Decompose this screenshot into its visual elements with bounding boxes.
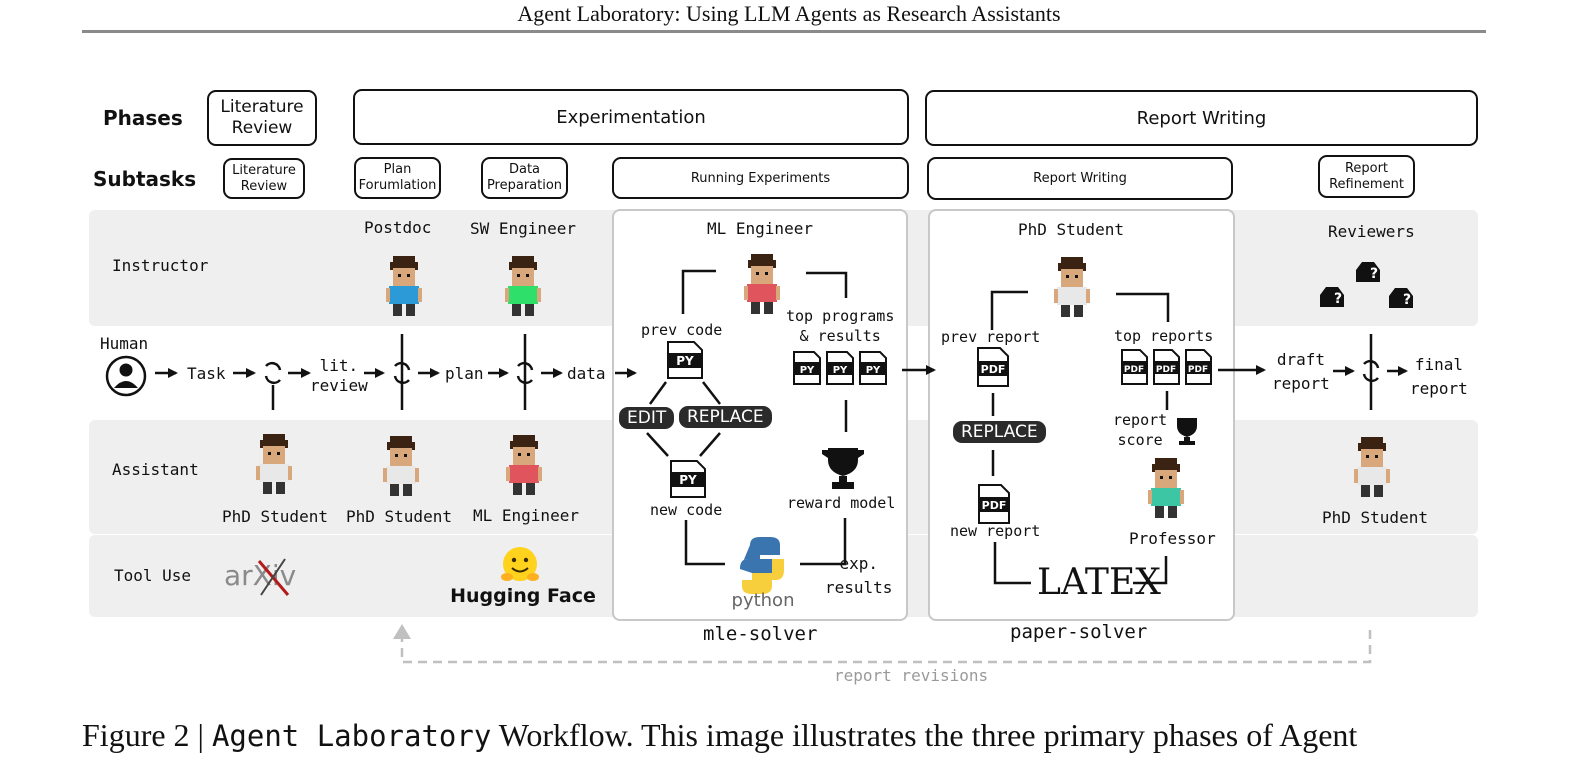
svg-text:PDF: PDF	[981, 363, 1006, 376]
hugging-face-logo-icon: Hugging Face	[450, 547, 596, 607]
flow-lit-review: lit. review	[310, 356, 368, 395]
assistant-phd-student-1-name: PhD Student	[222, 507, 328, 526]
instructor-phd-student-name: PhD Student	[1018, 220, 1124, 239]
caption-text: Workflow. This image illustrates the thr…	[491, 717, 1358, 753]
mle-solver-name: mle-solver	[703, 623, 818, 645]
assistant-label: Assistant	[112, 460, 199, 479]
sw-engineer-character-icon	[505, 256, 541, 316]
instructor-reviewers-name: Reviewers	[1328, 222, 1415, 241]
svg-text:PDF: PDF	[1156, 365, 1176, 375]
mle-replace-tag: REPLACE	[679, 406, 772, 428]
latex-logo-icon: LATEX	[1037, 562, 1161, 603]
paper-prev-report: prev report	[941, 328, 1041, 346]
flow-draft-report: draft report	[1272, 350, 1330, 393]
subtask-plan-formulation: Plan Forumlation	[354, 157, 441, 199]
professor-character-icon	[1148, 458, 1184, 518]
report-revisions-loop	[393, 624, 1372, 664]
reward-trophy-icon	[822, 448, 864, 489]
phase-experimentation: Experimentation	[353, 89, 909, 145]
header-rule	[82, 30, 1486, 33]
paper-solver-name: paper-solver	[1010, 621, 1148, 643]
mle-new-code: new code	[650, 501, 723, 519]
flow-plan: plan	[445, 364, 484, 383]
report-revisions-label: report revisions	[834, 666, 989, 685]
assistant-professor-name: Professor	[1129, 529, 1216, 548]
paper-replace-tag: REPLACE	[953, 421, 1046, 443]
paper-new-report: new report	[950, 522, 1041, 540]
caption-name: Agent Laboratory	[211, 719, 492, 753]
flow-task: Task	[187, 364, 226, 383]
phd-student-2-character-icon	[383, 436, 419, 496]
mle-exp-results: exp. results	[825, 554, 893, 597]
human-label: Human	[100, 334, 149, 353]
svg-text:?: ?	[1334, 291, 1342, 307]
subtask-report-writing: Report Writing	[927, 157, 1233, 200]
caption-prefix: Figure 2 |	[82, 717, 212, 753]
phd-student-instructor-character-icon	[1054, 257, 1090, 317]
phd-student-3-character-icon	[1354, 437, 1390, 497]
paper-report-score: report score	[1113, 411, 1168, 449]
tool-use-label: Tool Use	[114, 566, 192, 585]
flow-data: data	[567, 364, 606, 383]
mle-reward-model: reward model	[787, 494, 896, 512]
svg-text:PY: PY	[676, 354, 694, 368]
reviewers-icon: ? ? ?	[1320, 262, 1413, 308]
mle-solver-connectors	[646, 269, 848, 566]
phd-student-1-character-icon	[256, 434, 292, 494]
subtask-report-refinement: Report Refinement	[1318, 155, 1415, 198]
ml-engineer-character-icon	[744, 254, 780, 314]
svg-text:Hugging Face: Hugging Face	[450, 585, 596, 607]
mle-prev-code: prev code	[641, 321, 723, 339]
instructor-label: Instructor	[112, 256, 209, 275]
svg-text:PDF: PDF	[1124, 365, 1144, 375]
human-icon	[105, 355, 147, 397]
mle-edit-tag: EDIT	[619, 407, 675, 429]
cycle-icons	[264, 359, 1380, 385]
paper-top-reports: top reports	[1114, 327, 1214, 345]
paper-solver-connectors	[990, 290, 1170, 585]
postdoc-character-icon	[386, 256, 422, 316]
instructor-postdoc-name: Postdoc	[364, 218, 432, 237]
subtask-literature-review: Literature Review	[223, 158, 305, 199]
pdf-file-icons: PDF PDF PDF PDF PDF	[977, 347, 1212, 524]
svg-text:PDF: PDF	[982, 499, 1007, 512]
instructor-ml-engineer-name: ML Engineer	[707, 219, 813, 238]
instructor-sw-engineer-name: SW Engineer	[470, 219, 576, 238]
mle-top-programs: top programs & results	[786, 307, 895, 345]
svg-text:?: ?	[1403, 292, 1411, 308]
subtasks-label: Subtasks	[93, 167, 197, 191]
py-file-icons: PY PY PY PY PY	[667, 341, 887, 498]
flow-arrows	[155, 334, 1408, 410]
svg-text:?: ?	[1370, 266, 1378, 282]
subtask-running-experiments: Running Experiments	[612, 157, 909, 199]
svg-text:PY: PY	[800, 365, 815, 376]
svg-text:PY: PY	[679, 473, 697, 487]
subtask-data-preparation: Data Preparation	[481, 157, 568, 199]
phases-label: Phases	[103, 106, 183, 130]
svg-text:python: python	[732, 590, 795, 611]
page-header: Agent Laboratory: Using LLM Agents as Re…	[517, 1, 1061, 26]
svg-text:PY: PY	[833, 365, 848, 376]
ml-engineer-assistant-character-icon	[506, 435, 542, 495]
phase-literature-review: Literature Review	[207, 90, 317, 146]
flow-final-report: final report	[1410, 355, 1468, 398]
assistant-phd-student-3-name: PhD Student	[1322, 508, 1428, 527]
assistant-ml-engineer-name: ML Engineer	[473, 506, 579, 525]
figure-caption: Figure 2 | Agent Laboratory Workflow. Th…	[82, 714, 1492, 757]
svg-text:PY: PY	[866, 365, 881, 376]
python-logo-icon: python	[732, 537, 795, 611]
svg-text:PDF: PDF	[1188, 365, 1208, 375]
arxiv-logo-icon: arXiv	[224, 558, 296, 596]
score-trophy-icon	[1177, 418, 1197, 445]
phase-report-writing: Report Writing	[925, 90, 1478, 146]
assistant-phd-student-2-name: PhD Student	[346, 507, 452, 526]
